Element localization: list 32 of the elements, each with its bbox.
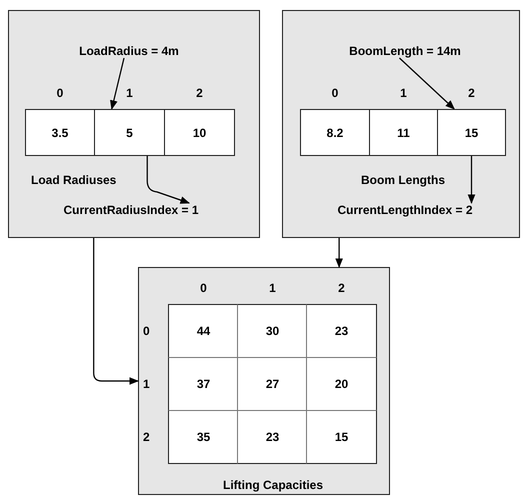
panel bbox=[8, 10, 260, 238]
index-number: 0 bbox=[332, 86, 338, 100]
arrow bbox=[399, 58, 455, 110]
arrow bbox=[110, 58, 125, 110]
arrow bbox=[468, 156, 476, 204]
variable-label: CurrentRadiusIndex = 1 bbox=[63, 203, 199, 217]
index-number: 1 bbox=[269, 281, 276, 295]
index-number: 0 bbox=[56, 86, 64, 100]
array-caption: Load Radiuses bbox=[31, 173, 116, 187]
table-cell: 15 bbox=[306, 410, 377, 464]
variable-label: LoadRadius = 4m bbox=[79, 44, 179, 58]
index-number: 1 bbox=[400, 86, 407, 100]
table-cell: 27 bbox=[237, 357, 308, 411]
index-number: 0 bbox=[143, 324, 150, 338]
index-number: 2 bbox=[196, 86, 203, 100]
table-cell: 20 bbox=[306, 357, 377, 411]
variable-label: BoomLength = 14m bbox=[349, 44, 461, 58]
index-number: 1 bbox=[143, 377, 150, 391]
index-number: 2 bbox=[143, 430, 150, 444]
table-caption: Lifting Capacities bbox=[223, 478, 323, 492]
arrow bbox=[146, 156, 190, 204]
panel bbox=[282, 10, 520, 238]
table-cell: 23 bbox=[237, 410, 308, 464]
panel bbox=[138, 267, 390, 495]
index-number: 2 bbox=[338, 281, 345, 295]
index-number: 1 bbox=[126, 86, 133, 100]
array-caption: Boom Lengths bbox=[361, 173, 445, 187]
index-number: 2 bbox=[468, 86, 475, 100]
arrow bbox=[335, 238, 343, 268]
index-number: 0 bbox=[200, 281, 207, 295]
variable-label: CurrentLengthIndex = 2 bbox=[337, 203, 473, 217]
arrow bbox=[93, 238, 139, 385]
